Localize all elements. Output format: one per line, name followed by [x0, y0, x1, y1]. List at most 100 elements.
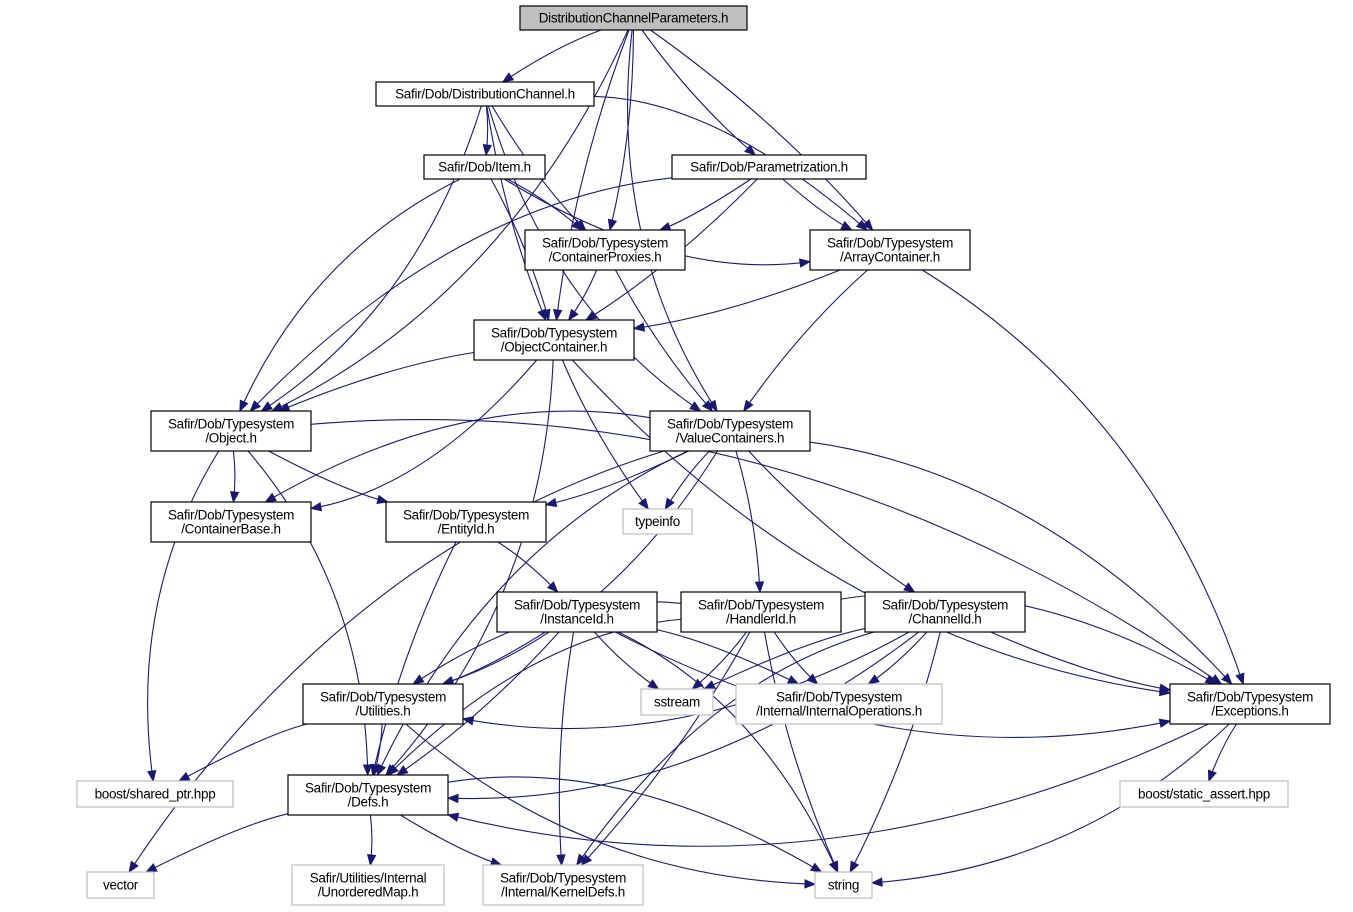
node-label-object-line2: /Object.h	[205, 431, 256, 446]
edge-valcont-to-typeinfo	[664, 450, 711, 510]
node-array[interactable]: Safir/Dob/Typesystem/ArrayContainer.h	[809, 229, 971, 271]
edge-instid-to-defs	[396, 631, 560, 776]
node-label-defs-line1: Safir/Dob/Typesystem	[305, 781, 431, 796]
node-proxies[interactable]: Safir/Dob/Typesystem/ContainerProxies.h	[524, 229, 686, 271]
node-typeinfo: typeinfo	[622, 508, 693, 535]
edge-object-to-defs	[247, 450, 369, 776]
node-box-root[interactable]	[519, 5, 748, 31]
edge-objcont-to-object	[278, 351, 475, 412]
node-label-instid-line2: /InstanceId.h	[540, 612, 613, 627]
node-item[interactable]: Safir/Dob/Item.h	[423, 154, 546, 180]
arrowhead-distchan-to-valcont	[689, 401, 702, 412]
arrowhead-distchan-to-item	[482, 143, 493, 157]
arrowhead-object-to-defs	[362, 764, 373, 777]
arrowhead-param-to-object	[249, 400, 262, 412]
arrowhead-valcont-to-entityid	[544, 497, 558, 508]
node-box-objcont[interactable]	[473, 319, 635, 361]
edge-handlerid-to-sstream	[692, 631, 747, 690]
edge-entityid-to-instid	[497, 541, 558, 593]
node-box-exceptions[interactable]	[1169, 683, 1331, 725]
node-handlerid[interactable]: Safir/Dob/Typesystem/HandlerId.h	[680, 591, 842, 633]
node-box-object[interactable]	[150, 410, 312, 452]
arrowhead-object-to-sharedptr	[147, 769, 157, 783]
node-box-utilities[interactable]	[302, 683, 464, 725]
node-box-internalops	[735, 683, 943, 725]
edge-defs-to-kerneldefs	[400, 814, 502, 866]
node-root[interactable]: DistributionChannelParameters.h	[519, 5, 748, 31]
node-label-internalops-line2: /Internal/InternalOperations.h	[756, 704, 922, 719]
node-object[interactable]: Safir/Dob/Typesystem/Object.h	[150, 410, 312, 452]
node-box-entityid[interactable]	[385, 501, 547, 543]
arrowhead-valcont-to-contbase	[264, 492, 277, 503]
node-label-entityid-line2: /EntityId.h	[438, 522, 495, 537]
node-box-param[interactable]	[671, 154, 867, 180]
node-contbase[interactable]: Safir/Dob/Typesystem/ContainerBase.h	[150, 501, 312, 543]
arrowhead-chanid-to-sstream	[703, 680, 716, 690]
node-box-array[interactable]	[809, 229, 971, 271]
node-box-typeinfo	[622, 508, 693, 535]
arrowhead-chanid-to-utilities	[461, 716, 475, 726]
node-param[interactable]: Safir/Dob/Parametrization.h	[671, 154, 867, 180]
node-box-chanid[interactable]	[864, 591, 1026, 633]
node-label-typeinfo-line1: typeinfo	[635, 514, 680, 529]
node-label-chanid-line2: /ChannelId.h	[909, 612, 982, 627]
node-box-string	[814, 871, 873, 899]
edge-valcont-to-handlerid	[735, 450, 761, 593]
node-valcont[interactable]: Safir/Dob/Typesystem/ValueContainers.h	[649, 410, 811, 452]
arrowhead-object-to-contbase	[229, 491, 240, 504]
node-label-chanid-line1: Safir/Dob/Typesystem	[882, 598, 1008, 613]
node-box-vector	[86, 871, 155, 899]
arrowhead-root-to-objcont	[553, 308, 563, 322]
arrowhead-chanid-to-kerneldefs	[576, 853, 587, 867]
node-label-contbase-line2: /ContainerBase.h	[181, 522, 281, 537]
edge-distchan-to-objcont	[486, 105, 547, 321]
node-label-handlerid-line2: /HandlerId.h	[726, 612, 796, 627]
node-label-kerneldefs-line1: Safir/Dob/Typesystem	[500, 871, 626, 886]
node-label-instid-line1: Safir/Dob/Typesystem	[514, 598, 640, 613]
edge-valcont-to-exceptions	[809, 441, 1233, 685]
edge-instid-to-kerneldefs	[558, 631, 575, 866]
node-distchan[interactable]: Safir/Dob/DistributionChannel.h	[375, 81, 595, 107]
node-box-contbase[interactable]	[150, 501, 312, 543]
node-label-array-line1: Safir/Dob/Typesystem	[827, 236, 953, 251]
edge-distchan-to-object	[261, 105, 482, 412]
edge-root-to-objcont	[555, 29, 630, 321]
arrowhead-proxies-to-valcont	[701, 399, 714, 413]
node-label-objcont-line1: Safir/Dob/Typesystem	[491, 326, 617, 341]
node-defs[interactable]: Safir/Dob/Typesystem/Defs.h	[287, 774, 449, 816]
node-box-kerneldefs	[482, 864, 644, 906]
edge-valcont-to-utilities	[442, 450, 718, 685]
arrowhead-param-to-proxies	[658, 221, 672, 231]
arrowhead-valcont-to-handlerid	[754, 581, 765, 594]
arrowhead-root-to-param	[744, 144, 757, 156]
arrowhead-defs-to-unordmap	[366, 854, 377, 867]
arrowhead-exceptions-to-string	[870, 877, 883, 887]
arrowhead-distchan-to-object	[260, 401, 273, 412]
node-box-instid[interactable]	[496, 591, 658, 633]
node-utilities[interactable]: Safir/Dob/Typesystem/Utilities.h	[302, 683, 464, 725]
edge-objcont-to-defs	[385, 359, 554, 776]
node-box-sstream	[640, 688, 714, 716]
node-exceptions[interactable]: Safir/Dob/Typesystem/Exceptions.h	[1169, 683, 1331, 725]
node-entityid[interactable]: Safir/Dob/Typesystem/EntityId.h	[385, 501, 547, 543]
node-box-item[interactable]	[423, 154, 546, 180]
node-box-proxies[interactable]	[524, 229, 686, 271]
arrowhead-chanid-to-internalops	[867, 674, 880, 685]
node-instid[interactable]: Safir/Dob/Typesystem/InstanceId.h	[496, 591, 658, 633]
node-box-defs[interactable]	[287, 774, 449, 816]
node-label-handlerid-line1: Safir/Dob/Typesystem	[698, 598, 824, 613]
node-box-sharedptr	[76, 780, 234, 808]
edge-root-to-valcont	[627, 29, 718, 412]
node-label-objcont-line2: /ObjectContainer.h	[501, 340, 607, 355]
edge-instid-to-internalops	[656, 629, 799, 685]
node-box-valcont[interactable]	[649, 410, 811, 452]
node-box-distchan[interactable]	[375, 81, 595, 107]
node-box-handlerid[interactable]	[680, 591, 842, 633]
edge-array-to-objcont	[633, 269, 841, 330]
arrowhead-root-to-valcont	[707, 399, 718, 413]
node-staticassert: boost/static_assert.hpp	[1119, 780, 1289, 808]
node-objcont[interactable]: Safir/Dob/Typesystem/ObjectContainer.h	[473, 319, 635, 361]
arrowhead-defs-to-vector	[145, 863, 158, 873]
node-chanid[interactable]: Safir/Dob/Typesystem/ChannelId.h	[864, 591, 1026, 633]
